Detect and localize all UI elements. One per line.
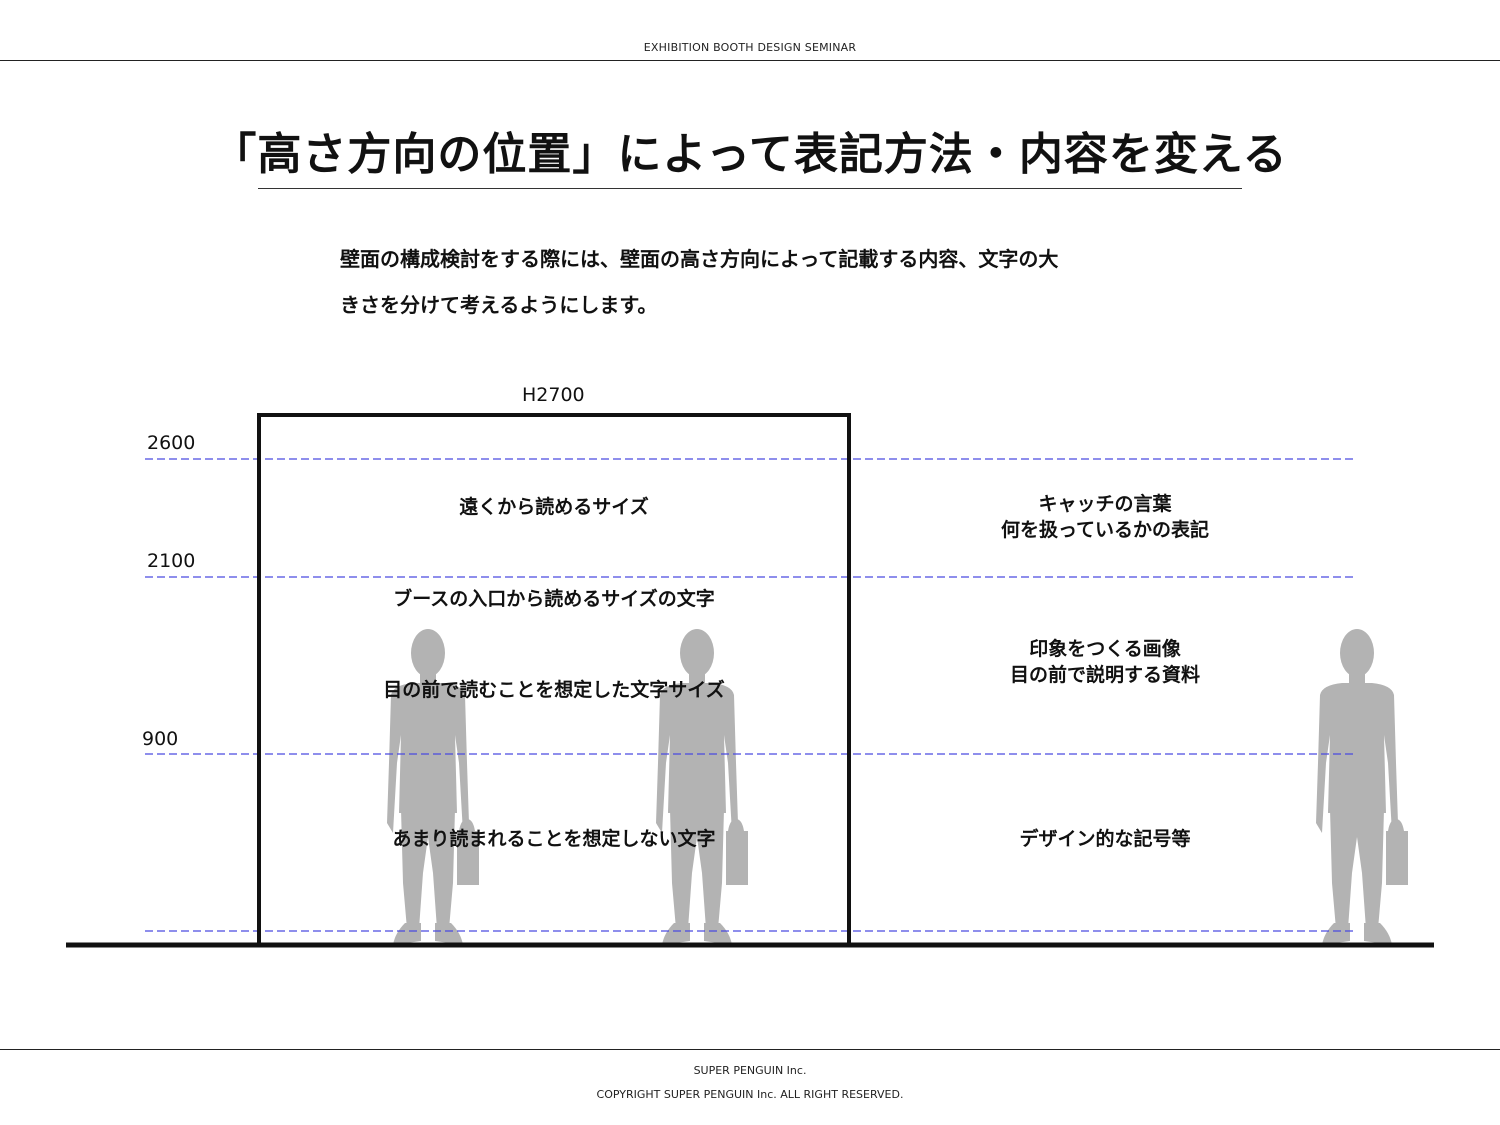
left-zone-top-text: 遠くから読めるサイズ [459, 496, 649, 518]
title-underline [258, 188, 1242, 189]
footer-copyright: COPYRIGHT SUPER PENGUIN Inc. ALL RIGHT R… [596, 1088, 904, 1101]
header-divider [0, 60, 1500, 61]
right-zone-bottom-text: デザイン的な記号等 [1019, 828, 1191, 850]
intro-line-1: 壁面の構成検討をする際には、壁面の高さ方向によって記載する内容、文字の大 [340, 247, 1059, 271]
left-zone-bottom-text: あまり読まれることを想定しない文字 [392, 828, 716, 850]
right-zone-middle-line-2: 目の前で説明する資料 [1009, 664, 1200, 686]
height-label-900: 900 [142, 728, 179, 750]
right-zone-middle-line-1: 印象をつくる画像 [1029, 638, 1181, 660]
height-label-2100: 2100 [147, 550, 196, 572]
height-label-2600: 2600 [147, 432, 196, 454]
left-zone-front-text: 目の前で読むことを想定した文字サイズ [383, 679, 725, 701]
intro-paragraph: 壁面の構成検討をする際には、壁面の高さ方向によって記載する内容、文字の大 きさを… [340, 236, 1200, 328]
wall-height-label: H2700 [522, 384, 585, 406]
footer-divider [0, 1049, 1500, 1050]
right-zone-middle-text: 印象をつくる画像 目の前で説明する資料 [905, 636, 1305, 688]
header-text: EXHIBITION BOOTH DESIGN SEMINAR [643, 41, 857, 54]
person-silhouette-icon [1316, 629, 1408, 945]
left-zone-entrance-text: ブースの入口から読めるサイズの文字 [393, 588, 715, 610]
right-zone-top-line-1: キャッチの言葉 [1038, 493, 1172, 515]
intro-line-2: きさを分けて考えるようにします。 [340, 293, 658, 317]
right-zone-top-line-2: 何を扱っているかの表記 [1000, 519, 1210, 541]
page-title: 「高さ方向の位置」によって表記方法・内容を変える [212, 129, 1288, 180]
right-zone-top-text: キャッチの言葉 何を扱っているかの表記 [905, 491, 1305, 543]
footer-company: SUPER PENGUIN Inc. [693, 1064, 807, 1077]
